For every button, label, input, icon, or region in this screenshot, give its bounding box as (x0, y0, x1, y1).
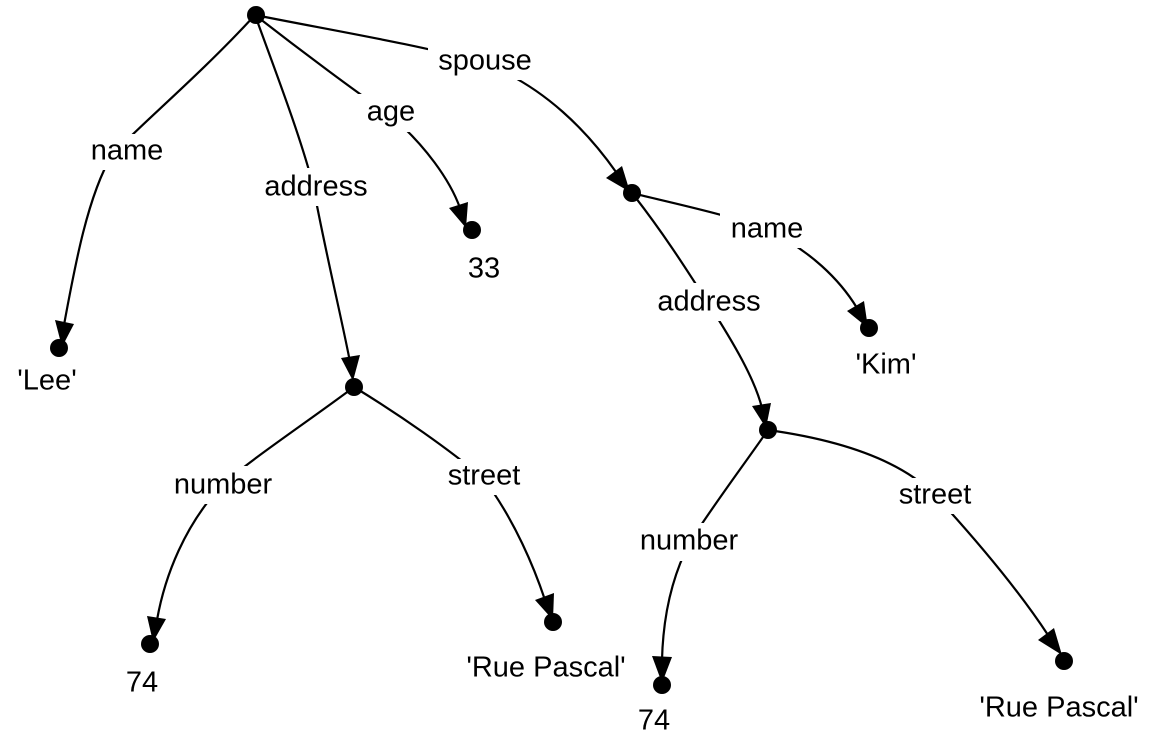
arrowhead-addr2-street (1038, 628, 1062, 655)
label-addr2-street: street (899, 479, 972, 511)
label-root-age: age (367, 96, 415, 128)
arrowhead-root-name (55, 320, 74, 347)
arrowhead-root-address (341, 355, 360, 381)
node-number2 (653, 676, 671, 694)
label-root-spouse: spouse (438, 45, 532, 77)
node-name1 (50, 339, 68, 357)
value-number1: 74 (126, 667, 158, 699)
node-name2 (860, 319, 878, 337)
arrowhead-addr2-number (652, 656, 672, 683)
label-addr1-number: number (174, 469, 273, 501)
arrowhead-root-spouse (606, 166, 630, 192)
node-number1 (141, 635, 159, 653)
arrowhead-root-age (449, 202, 468, 228)
arrowhead-spouse-name (847, 301, 868, 328)
label-addr2-number: number (640, 525, 739, 557)
node-street2 (1055, 652, 1073, 670)
arrowhead-addr1-street (535, 593, 554, 620)
label-spouse-name: name (731, 213, 804, 245)
value-street2: 'Rue Pascal' (979, 692, 1138, 724)
value-name1: 'Lee' (17, 365, 76, 397)
label-addr1-street: street (448, 460, 521, 492)
node-address1 (345, 378, 363, 396)
value-name2: 'Kim' (855, 349, 916, 381)
node-spouse (623, 184, 641, 202)
node-address2 (759, 421, 777, 439)
node-age (463, 221, 481, 239)
edge-addr2-street (767, 428, 1049, 636)
value-number2: 74 (638, 705, 670, 737)
value-street1: 'Rue Pascal' (466, 652, 625, 684)
label-root-name: name (91, 135, 164, 167)
edge-root-spouse (254, 13, 617, 173)
value-age: 33 (468, 253, 500, 285)
label-root-address: address (264, 171, 367, 203)
node-root (247, 6, 265, 24)
node-street1 (544, 613, 562, 631)
label-spouse-address: address (657, 286, 760, 318)
